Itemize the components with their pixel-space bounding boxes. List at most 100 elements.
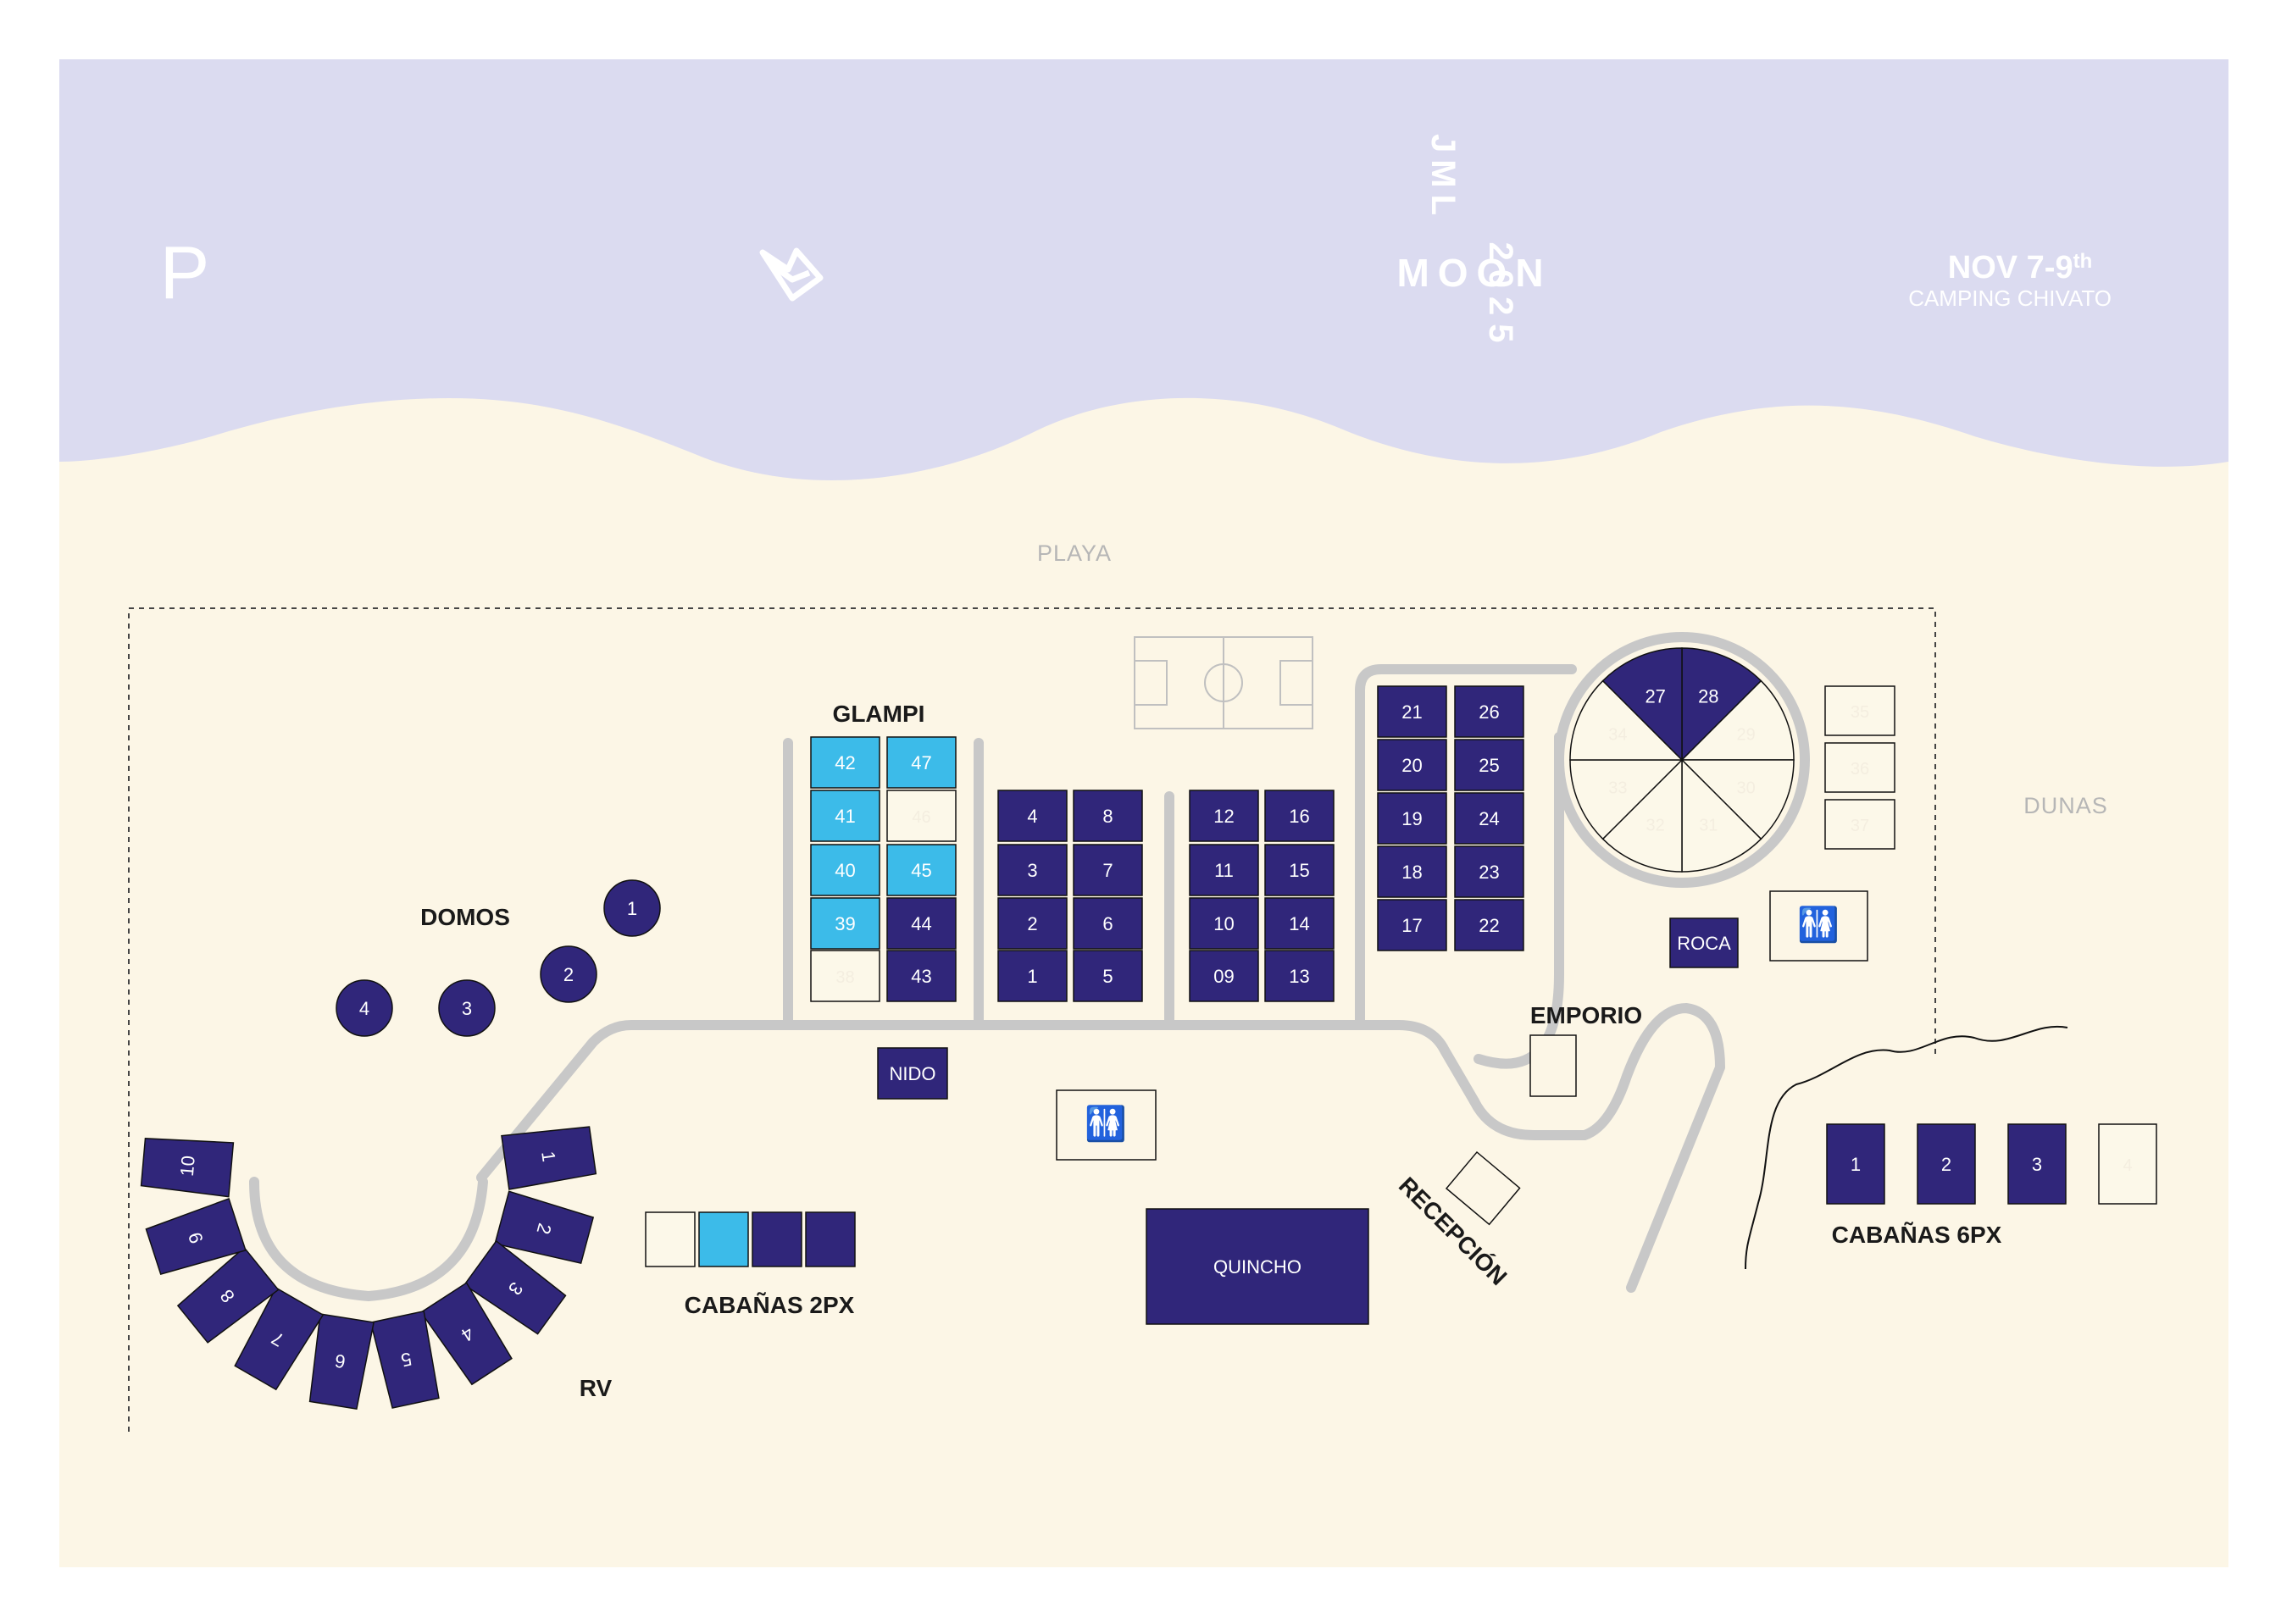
side-cabin-35[interactable]: 35 [1824, 685, 1895, 736]
rv-slot-6-number: 6 [333, 1350, 347, 1373]
recepcion-building[interactable] [1445, 1150, 1521, 1226]
glampi-unit-39[interactable]: 39 [810, 897, 880, 950]
cabana-2px-3[interactable] [752, 1211, 802, 1267]
block-b-unit-14[interactable]: 14 [1264, 897, 1335, 950]
side-cabin-35-number: 35 [1851, 703, 1869, 722]
block-a-unit-6[interactable]: 6 [1073, 897, 1143, 950]
block-b-unit-11[interactable]: 11 [1189, 844, 1259, 896]
emporio-building[interactable] [1529, 1034, 1577, 1097]
restroom-south[interactable]: 🚻 [1056, 1089, 1157, 1161]
block-c-unit-19-number: 19 [1401, 808, 1422, 829]
block-a-unit-1[interactable]: 1 [997, 950, 1068, 1002]
block-a-unit-4[interactable]: 4 [997, 790, 1068, 842]
block-b-unit-09[interactable]: 09 [1189, 950, 1259, 1002]
wheel-unit-34-number: 34 [1608, 726, 1627, 745]
wheel-unit-32[interactable]: 32 [1601, 758, 1683, 873]
wheel-unit-31-number: 31 [1699, 817, 1718, 835]
block-c-unit-22-number: 22 [1479, 915, 1499, 936]
block-a-unit-2[interactable]: 2 [997, 897, 1068, 950]
rv-slot-5[interactable]: 5 [369, 1310, 442, 1409]
glampi-unit-47[interactable]: 47 [886, 736, 957, 789]
block-b-unit-10[interactable]: 10 [1189, 897, 1259, 950]
rv-slot-1[interactable]: 1 [501, 1123, 597, 1190]
glampi-unit-44[interactable]: 44 [886, 897, 957, 950]
event-venue: CAMPING CHIVATO [1908, 285, 2112, 311]
cabana-6px-2[interactable]: 2 [1917, 1123, 1976, 1205]
block-c-unit-25-number: 25 [1479, 755, 1499, 776]
cabana-2px-1[interactable] [645, 1211, 696, 1267]
rv-slot-6[interactable]: 6 [307, 1313, 375, 1410]
glampi-unit-41[interactable]: 41 [810, 790, 880, 842]
block-c-unit-22[interactable]: 22 [1454, 899, 1524, 951]
wheel-unit-32-number: 32 [1646, 817, 1665, 835]
label-emporio: EMPORIO [1530, 1002, 1642, 1028]
block-b-unit-13[interactable]: 13 [1264, 950, 1335, 1002]
glampi-unit-43[interactable]: 43 [886, 950, 957, 1002]
side-cabin-37-number: 37 [1851, 817, 1869, 835]
block-c-unit-23[interactable]: 23 [1454, 845, 1524, 898]
wheel-unit-30[interactable]: 30 [1680, 759, 1795, 840]
block-c-unit-23-number: 23 [1479, 862, 1499, 883]
glampi-unit-45[interactable]: 45 [886, 844, 957, 896]
cabana-2px-2[interactable] [698, 1211, 749, 1267]
cabana-6px-3[interactable]: 3 [2007, 1123, 2067, 1205]
side-cabin-37[interactable]: 37 [1824, 799, 1895, 850]
wheel-unit-31[interactable]: 31 [1681, 758, 1762, 873]
wheel-unit-33[interactable]: 33 [1569, 759, 1684, 840]
camp-boundary [128, 607, 1936, 1432]
cabana-6px-1[interactable]: 1 [1826, 1123, 1885, 1205]
cabana-2px-4[interactable] [805, 1211, 856, 1267]
block-a-unit-5[interactable]: 5 [1073, 950, 1143, 1002]
block-c-unit-17[interactable]: 17 [1377, 899, 1447, 951]
wheel-unit-34[interactable]: 34 [1569, 679, 1684, 761]
glampi-unit-42[interactable]: 42 [810, 736, 880, 789]
label-playa: PLAYA [1037, 540, 1112, 566]
quincho-building[interactable]: QUINCHO [1146, 1208, 1369, 1325]
nido-label: NIDO [890, 1063, 936, 1084]
block-c-unit-21[interactable]: 21 [1377, 685, 1447, 738]
domo-3[interactable]: 3 [438, 979, 496, 1037]
block-a-unit-8-number: 8 [1102, 806, 1113, 827]
block-b-unit-09-number: 09 [1213, 966, 1234, 987]
block-b-unit-12[interactable]: 12 [1189, 790, 1259, 842]
block-b-unit-15[interactable]: 15 [1264, 844, 1335, 896]
label-domos: DOMOS [420, 904, 510, 930]
glampi-unit-40[interactable]: 40 [810, 844, 880, 896]
block-a-unit-7[interactable]: 7 [1073, 844, 1143, 896]
domo-4-number: 4 [359, 998, 369, 1019]
restroom-north[interactable]: 🚻 [1769, 890, 1868, 962]
dune-line [1745, 1025, 2068, 1270]
nido-building[interactable]: NIDO [877, 1047, 948, 1100]
block-b-unit-16[interactable]: 16 [1264, 790, 1335, 842]
side-cabin-36[interactable]: 36 [1824, 742, 1895, 793]
domo-2[interactable]: 2 [540, 945, 597, 1003]
block-c-unit-19[interactable]: 19 [1377, 792, 1447, 845]
glampi-unit-46[interactable]: 46 [886, 790, 957, 842]
wheel-unit-27[interactable]: 27 [1601, 647, 1683, 762]
block-a-unit-3[interactable]: 3 [997, 844, 1068, 896]
block-a-unit-8[interactable]: 8 [1073, 790, 1143, 842]
roca-building[interactable]: ROCA [1669, 917, 1739, 968]
label-cabanas-2px: CABAÑAS 2PX [685, 1292, 855, 1318]
rv-slot-10[interactable]: 10 [140, 1135, 235, 1198]
block-c-unit-24[interactable]: 24 [1454, 792, 1524, 845]
soccer-field [1134, 636, 1313, 729]
wheel-unit-29[interactable]: 29 [1680, 679, 1795, 761]
rv-slot-9[interactable]: 9 [145, 1197, 247, 1278]
block-c-unit-20[interactable]: 20 [1377, 739, 1447, 791]
cabana-6px-4[interactable]: 4 [2098, 1123, 2157, 1205]
block-c-unit-26[interactable]: 26 [1454, 685, 1524, 738]
wheel-unit-28[interactable]: 28 [1681, 647, 1762, 762]
domo-4[interactable]: 4 [336, 979, 393, 1037]
block-c-unit-25[interactable]: 25 [1454, 739, 1524, 791]
label-dunas: DUNAS [2023, 793, 2108, 818]
domo-1[interactable]: 1 [603, 879, 661, 937]
block-b-unit-15-number: 15 [1289, 860, 1309, 881]
paths [249, 664, 1725, 1301]
domo-1-number: 1 [627, 898, 637, 919]
block-c-unit-18[interactable]: 18 [1377, 845, 1447, 898]
glampi-unit-38[interactable]: 38 [810, 950, 880, 1002]
block-c-unit-24-number: 24 [1479, 808, 1499, 829]
